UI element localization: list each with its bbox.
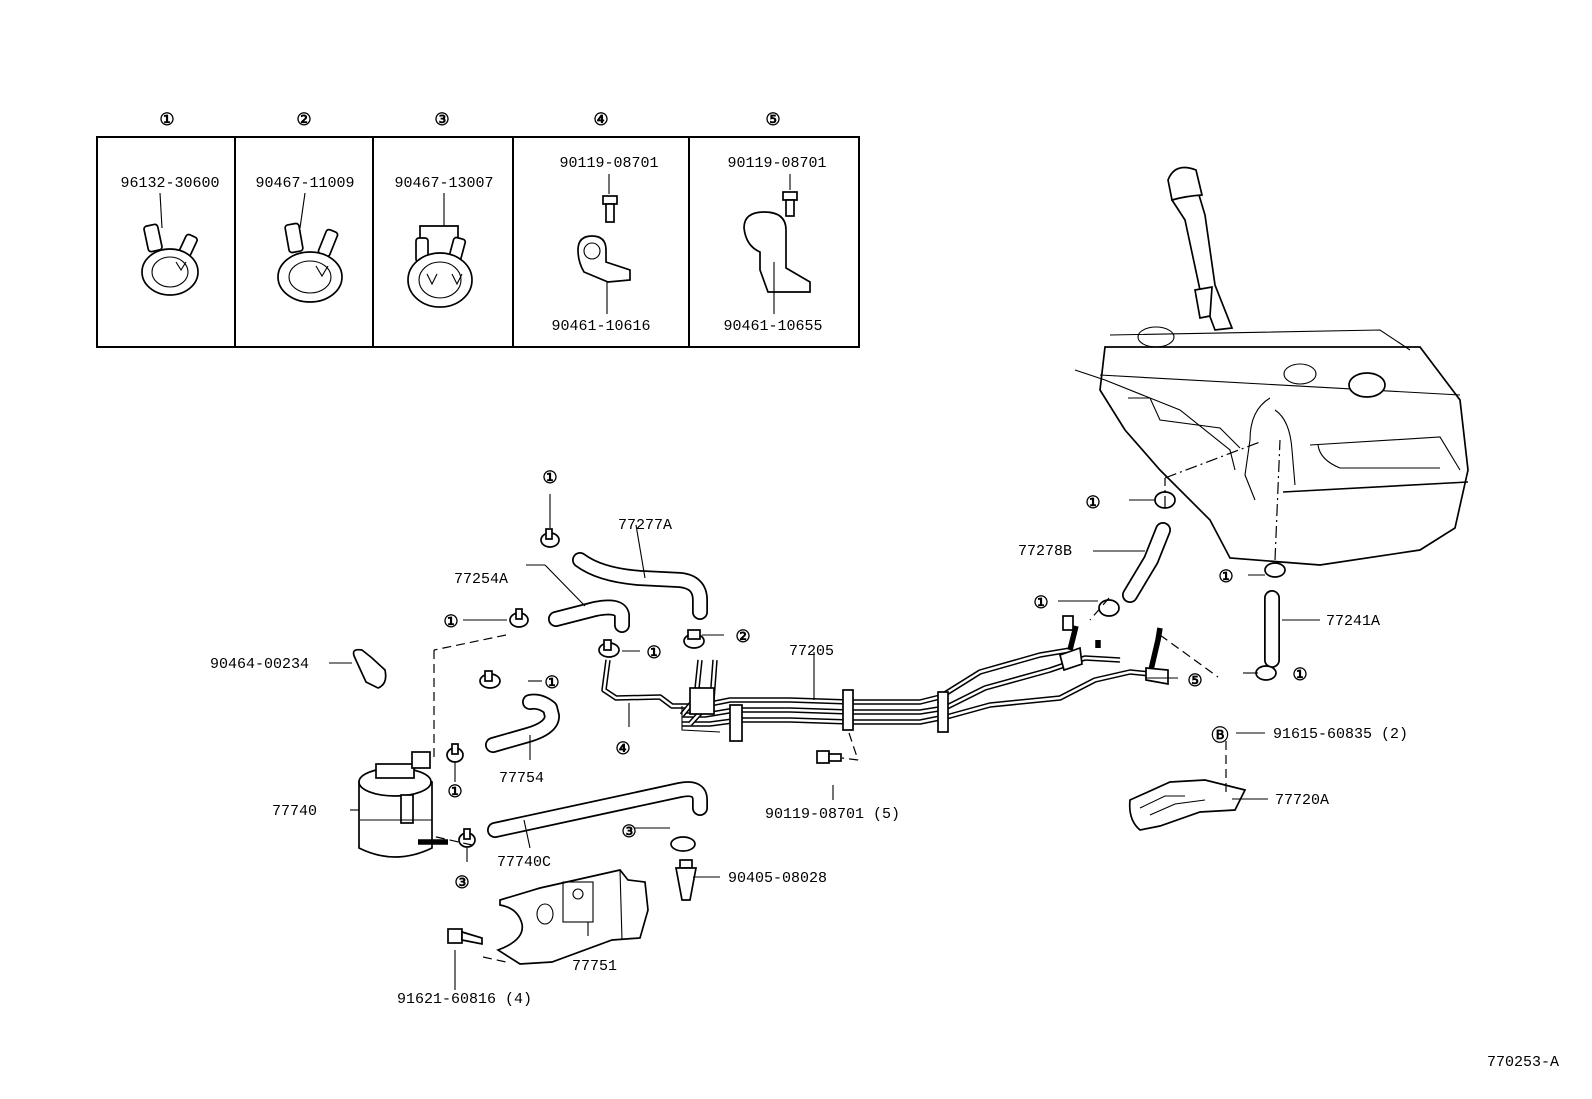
label-91621-60816: 91621-60816 (4)	[397, 991, 532, 1008]
label-77754: 77754	[499, 770, 544, 787]
legend-bolt-90119-08701-b: 90119-08701	[727, 155, 826, 172]
pipe-clamp-bracket-4-icon	[577, 174, 631, 314]
callout-markers: ① ① ① ② ① ④ ① ③ ③ ① ① ① ① ⑤ Ⓑ	[443, 470, 1307, 894]
callout-1-top: ①	[542, 470, 557, 489]
label-90405-08028: 90405-08028	[728, 870, 827, 887]
label-77720A: 77720A	[1275, 792, 1329, 809]
pipe-clamp-bracket-5-icon	[743, 174, 811, 314]
legend-header-3: ③	[434, 112, 449, 131]
label-77751: 77751	[572, 958, 617, 975]
callout-2: ②	[735, 629, 750, 648]
hose-77754	[485, 693, 560, 753]
legend-bolt-90119-08701-a: 90119-08701	[559, 155, 658, 172]
callout-5: ⑤	[1187, 673, 1202, 692]
callout-1-77754: ①	[544, 675, 559, 694]
legend-header-5: ⑤	[765, 112, 780, 131]
label-77254A: 77254A	[454, 571, 508, 588]
assembly-lines	[431, 439, 1281, 963]
callout-4: ④	[615, 741, 630, 760]
label-91615-60835: 91615-60835 (2)	[1273, 726, 1408, 743]
hose-77254A	[548, 599, 630, 633]
leader-lines	[329, 494, 1320, 990]
callout-1-77241A-top: ①	[1218, 569, 1233, 588]
legend-table: ① ② ③ ④ ⑤ 96132-30600 90467-11009 90467-…	[96, 112, 860, 348]
hose-clamp-3-icon	[407, 193, 473, 308]
label-77205: 77205	[789, 643, 834, 660]
label-77241A: 77241A	[1326, 613, 1380, 630]
callout-1-mid: ①	[646, 645, 661, 664]
hose-clamp-2-icon	[277, 192, 343, 303]
callout-1-filter: ①	[447, 784, 462, 803]
callout-1-77241A-bottom: ①	[1292, 667, 1307, 686]
fuel-filter-77740	[358, 751, 448, 858]
shield-77720A	[1128, 741, 1247, 831]
clip-90464-00234-icon	[352, 648, 387, 689]
legend-bracket-90461-10616: 90461-10616	[551, 318, 650, 335]
callout-1-77254A: ①	[443, 614, 458, 633]
label-90464-00234: 90464-00234	[210, 656, 309, 673]
label-90119-08701-5: 90119-08701 (5)	[765, 806, 900, 823]
bolt-90119-08701-icon	[816, 750, 842, 764]
fuel-tank	[1074, 166, 1469, 566]
legend-header-1: ①	[159, 112, 174, 131]
hose-77277A	[572, 552, 708, 620]
callout-3-filter: ③	[454, 875, 469, 894]
label-77278B: 77278B	[1018, 543, 1072, 560]
label-77277A: 77277A	[618, 517, 672, 534]
label-77740C: 77740C	[497, 854, 551, 871]
hose-clamp-1-icon	[141, 192, 199, 296]
figure-id: 770253-A	[1487, 1054, 1559, 1071]
hose-77278B	[1122, 522, 1171, 603]
hose-77740C	[487, 781, 708, 838]
legend-header-4: ④	[593, 112, 608, 131]
legend-part-90467-11009: 90467-11009	[255, 175, 354, 192]
callout-1-hose-lower: ①	[1033, 595, 1048, 614]
legend-header-2: ②	[296, 112, 311, 131]
fuel-pipe-77205	[601, 615, 1169, 742]
part-labels: 77277A 77254A 90464-00234 77205 77754 77…	[210, 517, 1559, 1071]
callout-b: Ⓑ	[1212, 725, 1229, 747]
callout-1-77278B: ①	[1085, 495, 1100, 514]
bracket-77751	[447, 859, 698, 965]
label-77740: 77740	[272, 803, 317, 820]
legend-part-90467-13007: 90467-13007	[394, 175, 493, 192]
callout-3-right: ③	[621, 824, 636, 843]
legend-part-96132-30600: 96132-30600	[120, 175, 219, 192]
legend-bracket-90461-10655: 90461-10655	[723, 318, 822, 335]
